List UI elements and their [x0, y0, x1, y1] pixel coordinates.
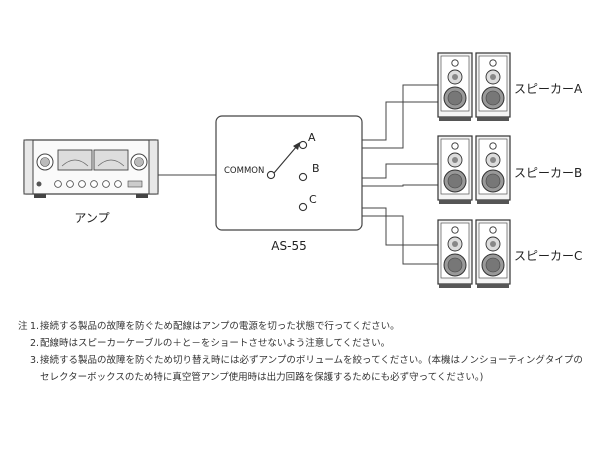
terminal-a: [298, 140, 308, 150]
speaker-a-label: スピーカーA: [514, 82, 583, 96]
note-1-number: 1.: [30, 321, 40, 332]
tweeter: [451, 142, 459, 150]
note-3-number: 3.: [30, 355, 40, 366]
woofer-cone: [447, 90, 463, 106]
woofer-cone: [485, 173, 501, 189]
selector-box: [215, 115, 363, 231]
woofer-cone: [447, 257, 463, 273]
note-2-number: 2.: [30, 338, 40, 349]
amplifier: [23, 139, 159, 198]
wire-to-speaker-a: [362, 101, 438, 141]
speaker-c-right: [475, 219, 511, 288]
tweeter: [489, 226, 497, 234]
speakers: [437, 52, 511, 288]
switch-lever: [273, 145, 298, 174]
midrange-cap: [452, 241, 458, 247]
note-1: 注 1. 接続する製品の故障を防ぐため配線はアンプの電源を切った状態で行ってくだ…: [18, 318, 588, 335]
speaker-base: [439, 284, 471, 288]
terminal-a-label: A: [308, 131, 316, 144]
note-3-text: 接続する製品の故障を防ぐため切り替え時には必ずアンプのボリュームを絞ってください…: [40, 355, 583, 383]
midrange-cap: [490, 74, 496, 80]
common-label: COMMON: [224, 166, 264, 176]
wire-to-speaker-b: [362, 163, 438, 179]
speaker-base: [477, 284, 509, 288]
note-2: 2. 配線時はスピーカーケーブルの＋と－をショートさせないよう注意してください。: [18, 335, 588, 352]
speaker-c-label: スピーカーC: [514, 249, 582, 263]
midrange-cap: [490, 241, 496, 247]
wire-to-speaker-a-2: [362, 84, 438, 149]
note-1-text: 接続する製品の故障を防ぐため配線はアンプの電源を切った状態で行ってください。: [40, 321, 400, 332]
speaker-c-left: [437, 219, 473, 288]
midrange-cap: [452, 157, 458, 163]
speaker-wires: [362, 84, 438, 265]
switch-arrow: [293, 142, 300, 150]
midrange-cap: [452, 74, 458, 80]
speaker-base: [439, 117, 471, 121]
woofer-cone: [485, 257, 501, 273]
midrange-cap: [490, 157, 496, 163]
speaker-b-left: [437, 135, 473, 204]
notes-prefix: 注: [18, 321, 28, 332]
speaker-a-right: [475, 52, 511, 121]
speaker-b-label: スピーカーB: [514, 166, 582, 180]
model-label: AS-55: [271, 239, 306, 253]
woofer-cone: [447, 173, 463, 189]
tweeter: [451, 226, 459, 234]
tweeter: [451, 59, 459, 67]
note-3: 3. 接続する製品の故障を防ぐため切り替え時には必ずアンプのボリュームを絞ってく…: [18, 352, 588, 386]
wire-to-speaker-c: [362, 207, 438, 246]
common-terminal: [266, 170, 276, 180]
terminal-b-label: B: [312, 162, 320, 175]
speaker-base: [477, 117, 509, 121]
tweeter: [489, 59, 497, 67]
notes-section: 注 1. 接続する製品の故障を防ぐため配線はアンプの電源を切った状態で行ってくだ…: [18, 318, 588, 386]
terminal-c: [298, 202, 308, 212]
speaker-base: [439, 200, 471, 204]
woofer-cone: [485, 90, 501, 106]
speaker-base: [477, 200, 509, 204]
tweeter: [489, 142, 497, 150]
speaker-a-left: [437, 52, 473, 121]
speaker-b-right: [475, 135, 511, 204]
amp-label: アンプ: [74, 211, 109, 225]
note-2-text: 配線時はスピーカーケーブルの＋と－をショートさせないよう注意してください。: [40, 338, 391, 349]
terminal-b: [298, 172, 308, 182]
terminal-c-label: C: [309, 193, 317, 206]
wire-to-speaker-c-2: [362, 215, 438, 265]
wire-to-speaker-b-2: [362, 184, 438, 187]
